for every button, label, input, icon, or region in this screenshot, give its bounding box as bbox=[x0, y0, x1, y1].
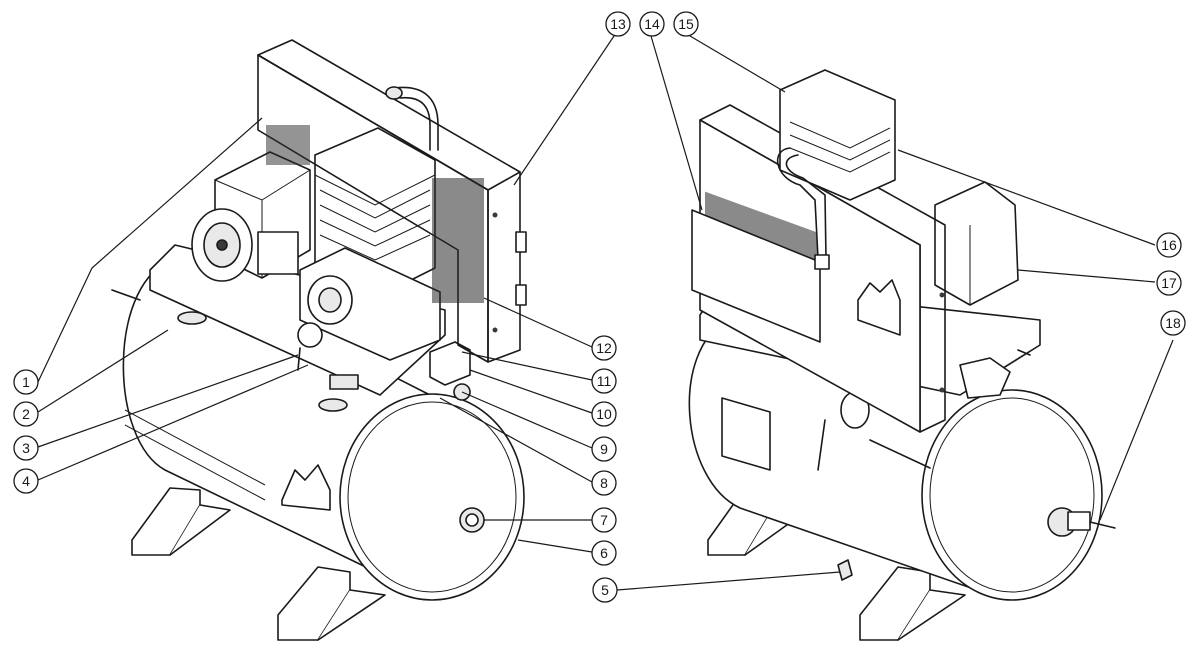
callout-9[interactable]: 9 bbox=[591, 436, 617, 462]
callout-label: 15 bbox=[678, 16, 694, 32]
callout-8[interactable]: 8 bbox=[591, 470, 617, 496]
callouts: 1 2 3 4 5 6 7 8 9 10 11 12 13 14 15 bbox=[13, 11, 1186, 603]
belt-guard-panel bbox=[257, 39, 527, 363]
callout-label: 1 bbox=[22, 374, 30, 390]
discharge-tube-rear bbox=[776, 147, 830, 270]
tank-foot-front-right bbox=[277, 566, 386, 641]
callout-label: 5 bbox=[601, 582, 609, 598]
cooling-grille bbox=[266, 125, 484, 303]
callout-10[interactable]: 10 bbox=[591, 401, 617, 427]
callout-label: 12 bbox=[596, 340, 612, 356]
callout-14[interactable]: 14 bbox=[639, 11, 665, 37]
callout-label: 17 bbox=[1161, 275, 1177, 291]
compressor-pump-rear bbox=[779, 69, 896, 201]
callout-label: 10 bbox=[596, 406, 612, 422]
callout-label: 4 bbox=[22, 473, 30, 489]
base-plate-left bbox=[149, 244, 446, 412]
air-tank-left bbox=[122, 261, 525, 601]
compressor-pump-front bbox=[297, 127, 441, 371]
callout-label: 3 bbox=[22, 440, 30, 456]
callout-7[interactable]: 7 bbox=[591, 507, 617, 533]
leader-lines bbox=[37, 35, 1174, 591]
callout-13[interactable]: 13 bbox=[605, 11, 631, 37]
callout-17[interactable]: 17 bbox=[1156, 270, 1182, 296]
compressor-rear-view bbox=[688, 69, 1116, 641]
callout-label: 2 bbox=[22, 406, 30, 422]
callout-label: 9 bbox=[600, 441, 608, 457]
discharge-tube-front bbox=[385, 86, 439, 151]
callout-label: 18 bbox=[1165, 315, 1181, 331]
rear-shroud-panel bbox=[691, 104, 946, 433]
callout-3[interactable]: 3 bbox=[13, 435, 39, 461]
pressure-switch bbox=[429, 341, 471, 401]
callout-label: 16 bbox=[1161, 237, 1177, 253]
callout-label: 6 bbox=[600, 545, 608, 561]
callout-1[interactable]: 1 bbox=[13, 369, 39, 395]
electric-motor bbox=[191, 151, 311, 282]
drain-line-left bbox=[111, 289, 141, 301]
tank-foot-rear-right bbox=[859, 566, 966, 641]
compressor-front-view bbox=[111, 39, 527, 641]
tank-foot-front-left bbox=[131, 487, 231, 556]
callout-15[interactable]: 15 bbox=[673, 11, 699, 37]
callout-5[interactable]: 5 bbox=[592, 577, 618, 603]
pressure-switch-rear bbox=[959, 349, 1031, 399]
callout-12[interactable]: 12 bbox=[591, 335, 617, 361]
callout-label: 7 bbox=[600, 512, 608, 528]
callout-4[interactable]: 4 bbox=[13, 468, 39, 494]
callout-16[interactable]: 16 bbox=[1156, 232, 1182, 258]
callout-label: 8 bbox=[600, 475, 608, 491]
callout-label: 11 bbox=[597, 373, 612, 389]
callout-label: 14 bbox=[644, 16, 660, 32]
callout-label: 13 bbox=[610, 16, 626, 32]
callout-11[interactable]: 11 bbox=[591, 368, 617, 394]
callout-6[interactable]: 6 bbox=[591, 540, 617, 566]
electric-motor-rear bbox=[934, 181, 1019, 306]
callout-18[interactable]: 18 bbox=[1160, 310, 1186, 336]
callout-2[interactable]: 2 bbox=[13, 401, 39, 427]
air-tank-right bbox=[688, 319, 1116, 601]
